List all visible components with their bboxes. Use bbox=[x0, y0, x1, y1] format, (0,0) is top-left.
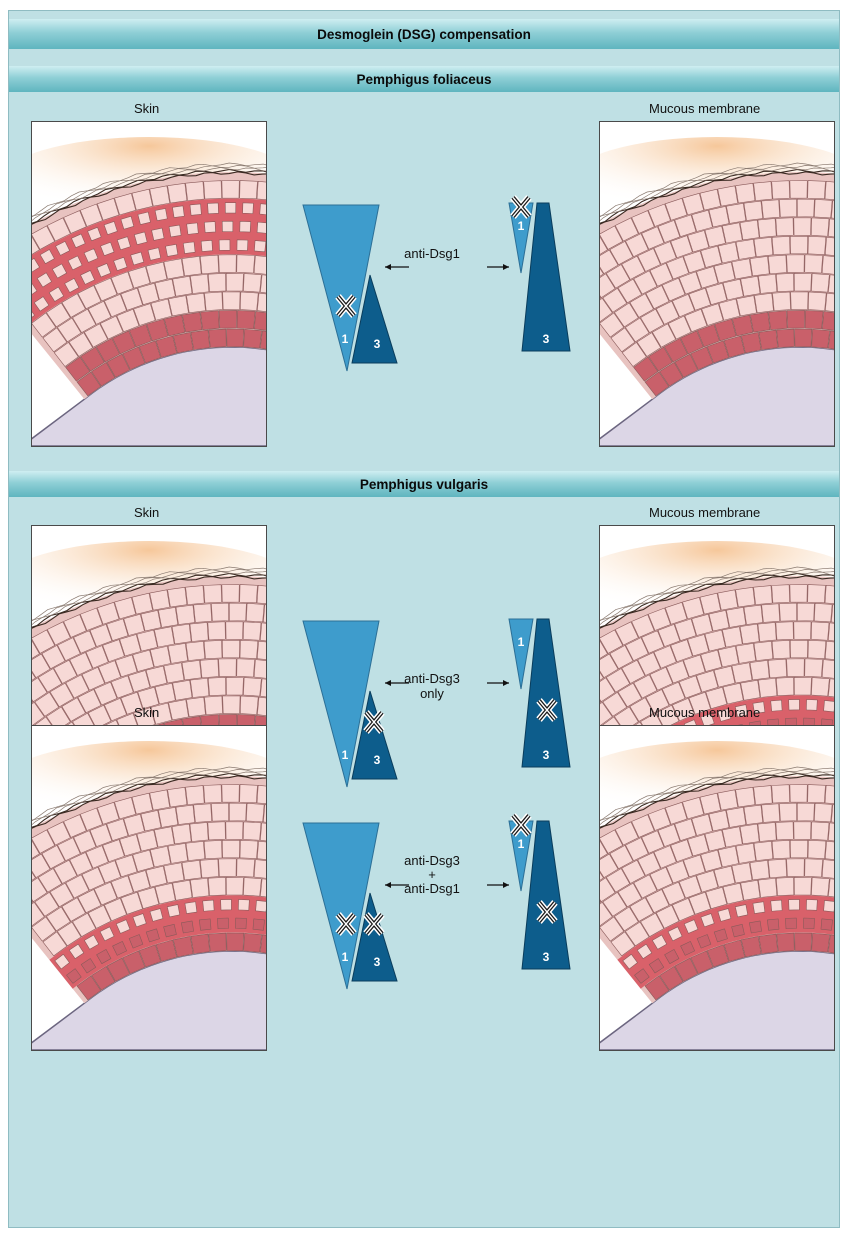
svg-text:1: 1 bbox=[342, 748, 349, 762]
svg-text:3: 3 bbox=[543, 332, 550, 346]
dsg-compensation-diagram: 1 3 1 3 bbox=[299, 801, 599, 1001]
mucous-label: Mucous membrane bbox=[649, 101, 760, 116]
antibody-label-line: anti-Dsg3 bbox=[377, 671, 487, 686]
svg-text:3: 3 bbox=[374, 753, 381, 767]
mucous-panel bbox=[599, 725, 835, 1051]
svg-text:3: 3 bbox=[543, 748, 550, 762]
svg-text:1: 1 bbox=[518, 219, 525, 233]
skin-panel bbox=[31, 725, 267, 1051]
antibody-label-line: anti-Dsg3 bbox=[377, 854, 487, 868]
antibody-label-line: + bbox=[377, 868, 487, 882]
antibody-label-line: only bbox=[377, 686, 487, 701]
svg-text:1: 1 bbox=[518, 837, 525, 851]
skin-label: Skin bbox=[134, 505, 159, 520]
figure-frame: Desmoglein (DSG) compensation Pemphigus … bbox=[8, 10, 840, 1228]
mucous-label: Mucous membrane bbox=[649, 505, 760, 520]
mucous-label: Mucous membrane bbox=[649, 705, 760, 720]
skin-panel bbox=[31, 121, 267, 447]
antibody-label: anti-Dsg1 bbox=[377, 246, 487, 261]
section-title-vulgaris: Pemphigus vulgaris bbox=[9, 471, 839, 497]
svg-text:1: 1 bbox=[342, 332, 349, 346]
svg-text:1: 1 bbox=[342, 950, 349, 964]
skin-label: Skin bbox=[134, 705, 159, 720]
svg-text:3: 3 bbox=[374, 955, 381, 969]
skin-label: Skin bbox=[134, 101, 159, 116]
svg-text:1: 1 bbox=[518, 635, 525, 649]
antibody-label-line: anti-Dsg1 bbox=[377, 246, 487, 261]
dsg-compensation-diagram: 1 3 1 3 bbox=[299, 183, 599, 383]
section-title-foliaceus: Pemphigus foliaceus bbox=[9, 66, 839, 92]
antibody-label: anti-Dsg3 only bbox=[377, 671, 487, 701]
antibody-label: anti-Dsg3 + anti-Dsg1 bbox=[377, 854, 487, 896]
mucous-panel bbox=[599, 121, 835, 447]
svg-text:3: 3 bbox=[374, 337, 381, 351]
antibody-label-line: anti-Dsg1 bbox=[377, 882, 487, 896]
figure-title: Desmoglein (DSG) compensation bbox=[9, 19, 839, 49]
svg-text:3: 3 bbox=[543, 950, 550, 964]
